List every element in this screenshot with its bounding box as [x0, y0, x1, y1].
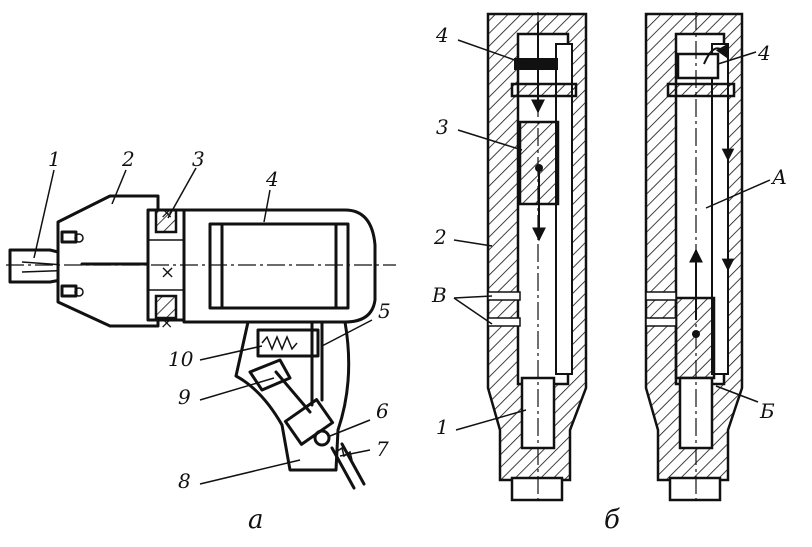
label-b-2: 2 [433, 225, 447, 249]
label-2: 2 [121, 147, 135, 171]
svg-text:×: × [160, 313, 173, 332]
label-3: 3 [192, 147, 205, 171]
label-1: 1 [48, 147, 61, 171]
label-5: 5 [378, 299, 391, 323]
label-6: 6 [376, 399, 389, 423]
label-4: 4 [265, 167, 279, 191]
nose-housing [56, 194, 160, 328]
tool-view-a: × × × 1 2 3 4 5 [6, 147, 396, 535]
label-b-A: А [770, 165, 787, 189]
label-b-4-right: 4 [757, 41, 771, 65]
caption-b: б [604, 505, 620, 535]
label-b-4: 4 [435, 23, 449, 47]
label-b-ports: В [431, 283, 447, 307]
motor-housing [182, 208, 377, 324]
label-8: 8 [178, 469, 191, 493]
valve-ball [313, 429, 331, 447]
label-7: 7 [376, 437, 389, 461]
motor [208, 222, 350, 310]
label-10: 10 [168, 347, 194, 371]
upper-valve [514, 58, 558, 70]
svg-text:×: × [160, 262, 175, 283]
trigger [248, 358, 292, 392]
label-b-1: 1 [436, 415, 449, 439]
label-9: 9 [178, 385, 191, 409]
section-view-b-right: 4 А Б [644, 12, 787, 502]
section-view-b-left: 4 3 2 В 1 [431, 12, 588, 502]
label-b-3: 3 [436, 115, 449, 139]
caption-a: а [248, 505, 264, 535]
svg-text:×: × [160, 203, 173, 222]
trigger-valve [256, 328, 320, 358]
upper-valve-right [676, 52, 720, 80]
label-b-B: Б [759, 399, 775, 423]
